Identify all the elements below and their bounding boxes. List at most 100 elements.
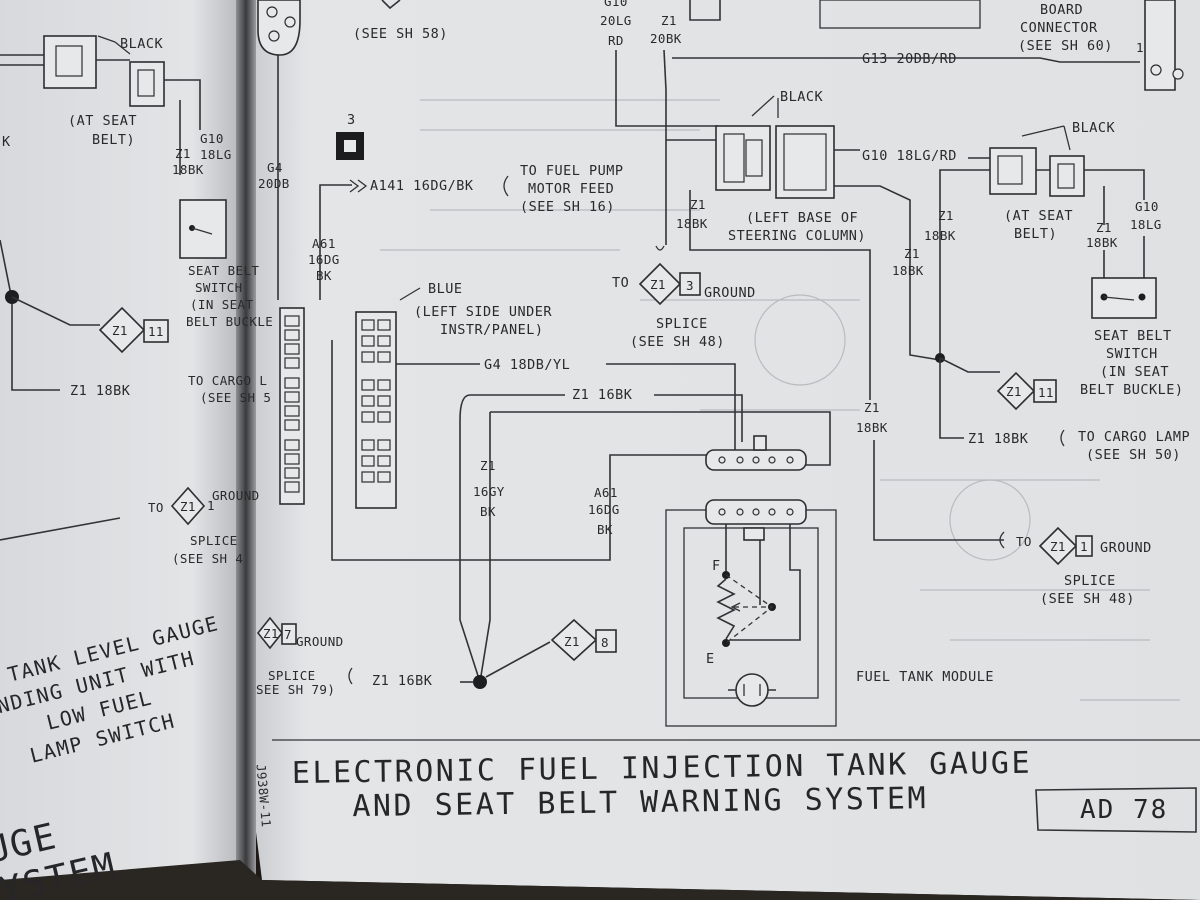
splice11-box — [1033, 379, 1057, 403]
sheet-number-box — [1035, 787, 1197, 833]
fuel-pump-3: (SEE SH 16) — [520, 199, 615, 215]
g10-switch-1: G10 — [1135, 199, 1159, 214]
a61-low-1: A61 — [594, 485, 618, 500]
switch-4: BELT BUCKLE) — [1080, 382, 1184, 398]
left-z1-1: Z1 — [175, 146, 191, 161]
page-code: J938W-11 — [254, 763, 274, 827]
splice3-num: 3 — [686, 278, 694, 293]
splice7-num: 7 — [284, 627, 292, 642]
left-seat-belt-loc1: (AT SEAT — [68, 113, 137, 129]
left-cargo-see: (SEE SH 5 — [200, 390, 271, 405]
switch-3: (IN SEAT — [1100, 364, 1169, 380]
steer-loc-1: (LEFT BASE OF — [746, 210, 858, 226]
z1-16bk-bottom: Z1 16BK — [372, 673, 433, 689]
z1-top-2: 20BK — [650, 31, 682, 46]
belt-conn-color: BLACK — [1072, 120, 1116, 136]
splice7-box — [281, 623, 297, 645]
left-g10-1: G10 — [200, 131, 224, 146]
left-splice-z1: Z1 — [112, 323, 128, 338]
sheet-code: AD 78 — [1080, 795, 1168, 825]
board-2: CONNECTOR — [1020, 20, 1098, 36]
left-tall-connector-pins — [284, 315, 300, 493]
fuel-pump-motor — [735, 673, 769, 707]
left-splice-num: 11 — [148, 324, 164, 339]
splice7-splice: SPLICE — [268, 668, 316, 683]
cargo-1: TO CARGO LAMP — [1078, 429, 1190, 445]
z1-gy-3: BK — [480, 504, 496, 519]
left-ground-splice: SPLICE — [190, 533, 238, 548]
sender-resistor — [716, 578, 736, 640]
background-bleed-through — [380, 99, 1180, 701]
splice11-z1: Z1 — [1006, 384, 1022, 399]
blue-loc-1: (LEFT SIDE UNDER — [414, 304, 552, 320]
ground1-z1: Z1 — [1050, 539, 1066, 554]
left-ground-to: TO — [148, 500, 164, 515]
z1-vert-2: 18BK — [856, 420, 888, 435]
g4-20db-1: G4 — [267, 160, 283, 175]
a61-top-3: BK — [316, 268, 332, 283]
a61-top-1: A61 — [312, 236, 336, 251]
board-3: (SEE SH 60) — [1018, 38, 1113, 54]
left-g10-2: 18LG — [200, 147, 232, 162]
left-switch-2: SWITCH — [195, 280, 243, 295]
book-gutter — [236, 0, 256, 900]
z1-belt-2: 18BK — [924, 228, 956, 243]
z1-right-1: Z1 — [904, 246, 920, 261]
a61-top-2: 16DG — [308, 252, 340, 267]
belt-loc-2: BELT) — [1014, 226, 1057, 242]
splice3-box — [679, 272, 701, 296]
z1-steer-1: Z1 — [690, 197, 706, 212]
cargo-wire: Z1 18BK — [968, 431, 1029, 447]
g10-top-1: G10 — [604, 0, 628, 9]
splice3-splice: SPLICE — [656, 316, 708, 332]
ground1-num: 1 — [1080, 539, 1088, 554]
left-ground-label: GROUND — [212, 488, 260, 503]
ground1-label: GROUND — [1100, 540, 1152, 556]
a61-low-2: 16DG — [588, 502, 620, 517]
fuel-tank-module-label: FUEL TANK MODULE — [856, 669, 994, 685]
left-ground-z1: Z1 — [180, 499, 196, 514]
ground1-see: (SEE SH 48) — [1040, 591, 1135, 607]
left-cargo-to: TO CARGO L — [188, 373, 267, 388]
g4-18dbyl-wire: G4 18DB/YL — [484, 357, 570, 373]
splice8-box — [595, 629, 617, 653]
left-ground-see: (SEE SH 4 — [172, 551, 243, 566]
splice7-see: SEE SH 79) — [256, 682, 335, 697]
z1-steer-2: 18BK — [676, 216, 708, 231]
z1-gy-2: 16GY — [473, 484, 505, 499]
round-connector — [257, 0, 301, 56]
splice3-ground: GROUND — [704, 285, 756, 301]
g10-mid-wire: G10 18LG/RD — [862, 148, 957, 164]
splice3-z1: Z1 — [650, 277, 666, 292]
z1-right-2: 18BK — [892, 263, 924, 278]
board-connector — [1144, 0, 1176, 91]
left-k-fragment: K — [2, 134, 11, 150]
splice8-z1: Z1 — [564, 634, 580, 649]
a141-wire: A141 16DG/BK — [370, 178, 474, 194]
left-ground-num: 1 — [207, 498, 215, 513]
diagram-title-line2: AND SEAT BELT WARNING SYSTEM — [352, 781, 928, 824]
sender-f: F — [712, 558, 721, 574]
board-1: BOARD — [1040, 2, 1083, 18]
steer-conn-color: BLACK — [780, 89, 824, 105]
left-switch-4: BELT BUCKLE — [186, 314, 273, 329]
belt-loc-1: (AT SEAT — [1004, 208, 1073, 224]
fuel-pump-2: MOTOR FEED — [528, 181, 614, 197]
splice3-see: (SEE SH 48) — [630, 334, 725, 350]
blue-color: BLUE — [428, 281, 463, 297]
splice8-num: 8 — [601, 635, 609, 650]
page-stack-shadow — [0, 860, 1200, 900]
g10-top-3: RD — [608, 33, 624, 48]
left-z1-2: 18BK — [172, 162, 204, 177]
left-ground-diamond — [170, 486, 206, 526]
splice3-to: TO — [612, 275, 629, 291]
left-switch-1: SEAT BELT — [188, 263, 259, 278]
fuel-pump-1: TO FUEL PUMP — [520, 163, 624, 179]
conn3-number: 3 — [347, 112, 356, 128]
left-seat-belt-loc2: BELT) — [92, 132, 135, 148]
board-pin: 1 — [1136, 40, 1144, 55]
g13-wire: G13 20DB/RD — [862, 51, 957, 67]
left-seat-belt-conn-color: BLACK — [120, 36, 164, 52]
ground1-to: TO — [1016, 534, 1032, 549]
